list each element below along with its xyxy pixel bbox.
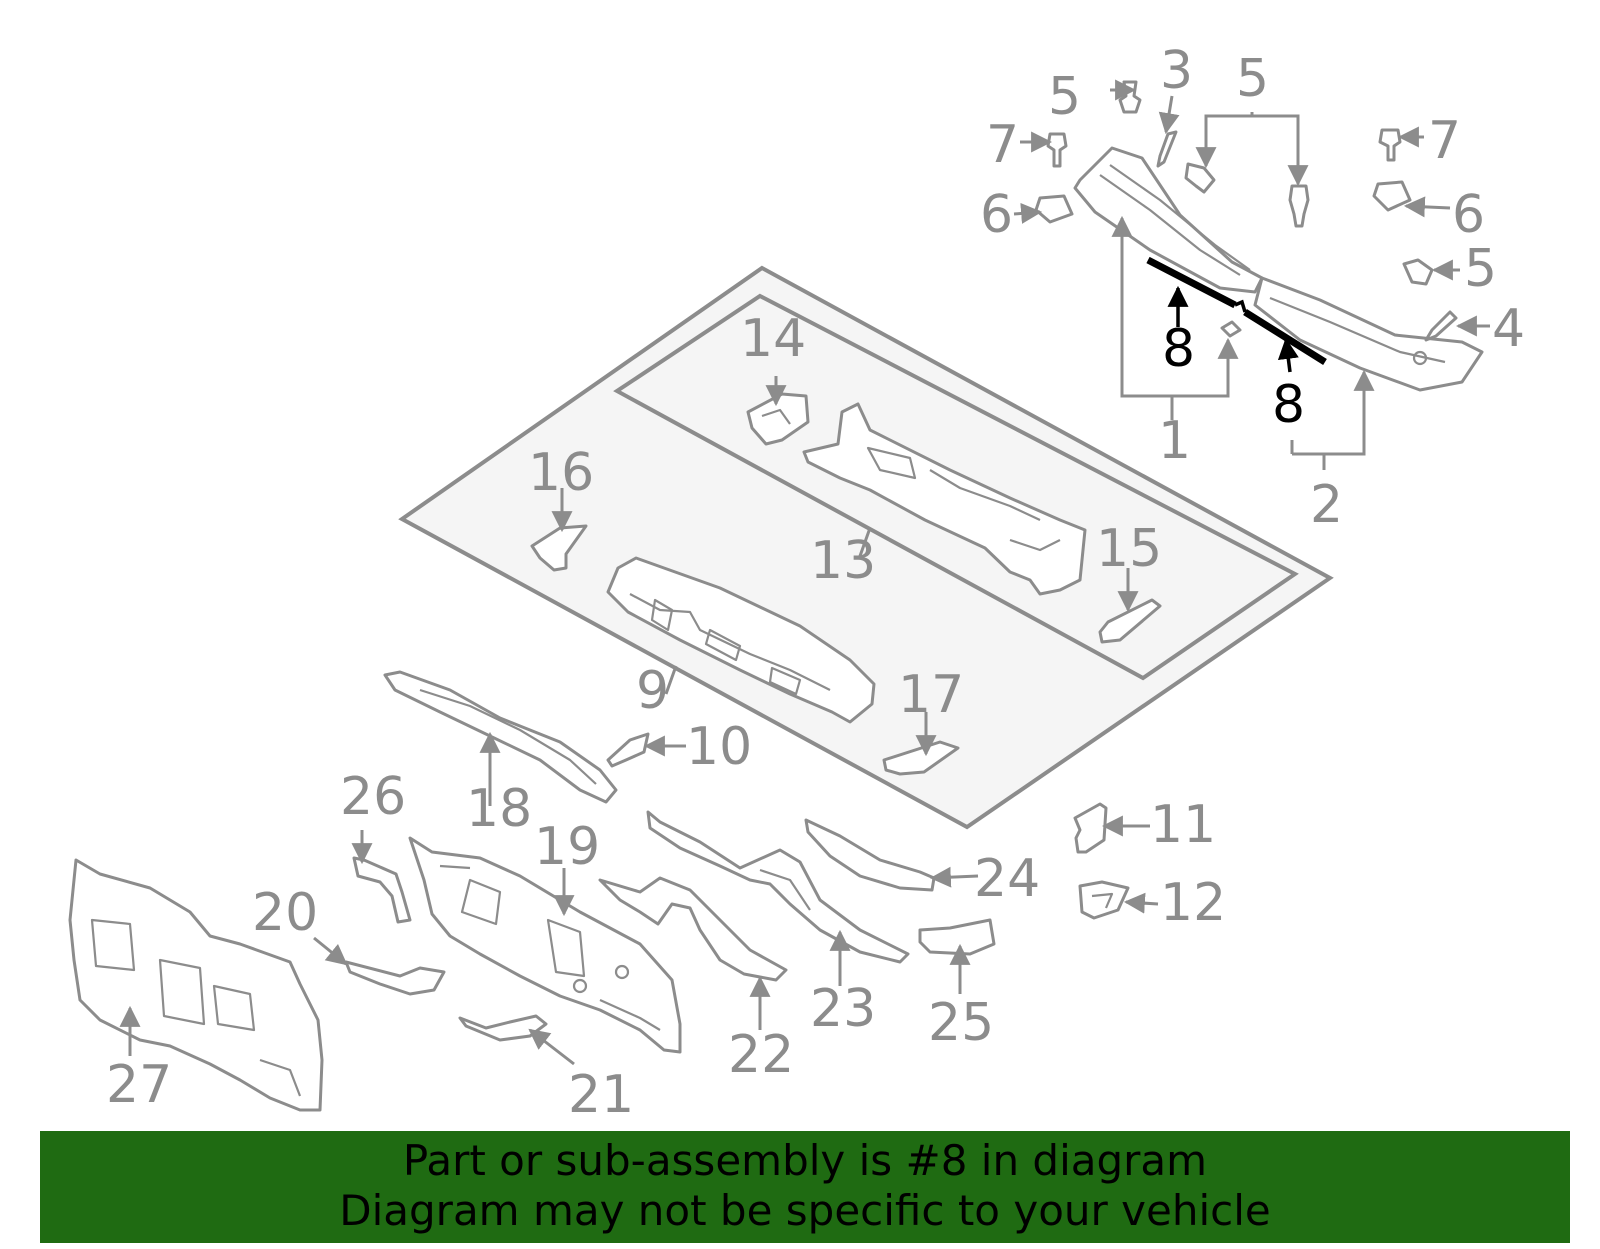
callout-7-right: 7	[1428, 111, 1461, 171]
reinforcement-23	[646, 810, 910, 964]
callout-5-right: 5	[1464, 239, 1497, 299]
nut-6-left	[1034, 194, 1074, 224]
bolt-7-left	[1046, 132, 1068, 168]
cowl-panel-13	[802, 402, 1087, 596]
cowl-top-panel	[1073, 146, 1484, 392]
info-banner: Part or sub-assembly is #8 in diagram Di…	[40, 1131, 1570, 1243]
callout-3: 3	[1160, 41, 1193, 101]
bracket-25	[918, 918, 996, 956]
callout-17: 17	[898, 665, 964, 725]
reinforcement-22	[598, 876, 788, 982]
dash-insulator-27	[68, 858, 324, 1112]
callout-5-top: 5	[1048, 67, 1081, 127]
callout-26: 26	[340, 767, 406, 827]
bracket-21	[458, 1014, 548, 1042]
leader-lines	[119, 79, 1490, 1066]
bracket-17	[882, 740, 960, 776]
callout-24: 24	[974, 849, 1040, 909]
bracket-24	[804, 818, 936, 892]
callout-22: 22	[728, 1025, 794, 1085]
sub-assembly-panel	[398, 265, 1334, 830]
bracket-20	[344, 960, 446, 996]
callout-14: 14	[740, 309, 806, 369]
callout-15: 15	[1096, 519, 1162, 579]
bracket-15	[1098, 598, 1162, 644]
callout-11: 11	[1150, 795, 1216, 855]
callout-6-right: 6	[1452, 185, 1485, 245]
callout-27: 27	[106, 1055, 172, 1115]
banner-line-disclaimer: Diagram may not be specific to your vehi…	[339, 1186, 1271, 1235]
bolt-7-right	[1378, 128, 1402, 162]
callout-9: 9	[636, 661, 669, 721]
weatherstrip-8-right	[1243, 309, 1327, 365]
callout-8-left: 8	[1162, 319, 1195, 379]
weatherstrip-8-left	[1146, 256, 1237, 309]
callout-18: 18	[466, 779, 532, 839]
callout-23: 23	[810, 979, 876, 1039]
callout-10: 10	[686, 717, 752, 777]
weatherstrip-8-joint	[1234, 299, 1247, 313]
banner-line-part: Part or sub-assembly is #8 in diagram	[402, 1136, 1208, 1185]
cowl-panel-9	[606, 556, 876, 724]
bracket-10	[606, 732, 650, 768]
callout-16: 16	[528, 443, 594, 503]
callout-19: 19	[534, 817, 600, 877]
callout-8-right: 8	[1272, 375, 1305, 435]
bracket-11	[1073, 802, 1108, 854]
clip-5-top	[1118, 80, 1142, 114]
callout-13: 13	[810, 531, 876, 591]
callout-2: 2	[1310, 475, 1343, 535]
clip-5-left	[1184, 162, 1216, 194]
callout-6-left: 6	[980, 185, 1013, 245]
clip-5-middle	[1288, 184, 1310, 228]
callout-5-middle: 5	[1236, 49, 1269, 109]
seal-4	[1424, 310, 1458, 342]
callout-20: 20	[252, 883, 318, 943]
clip-5-right	[1402, 258, 1434, 286]
callout-21: 21	[568, 1065, 634, 1125]
callout-4: 4	[1492, 299, 1525, 359]
bracket-26	[352, 856, 412, 924]
callout-25: 25	[928, 993, 994, 1053]
callout-1: 1	[1158, 411, 1191, 471]
callout-7-left: 7	[986, 115, 1019, 175]
seal-3	[1156, 130, 1178, 168]
callout-12: 12	[1160, 873, 1226, 933]
bracket-12	[1078, 880, 1130, 920]
grommet-1	[1220, 320, 1242, 338]
dash-panel-19	[408, 836, 682, 1054]
nut-6-right	[1372, 180, 1412, 212]
reinforcement-18	[383, 670, 618, 804]
